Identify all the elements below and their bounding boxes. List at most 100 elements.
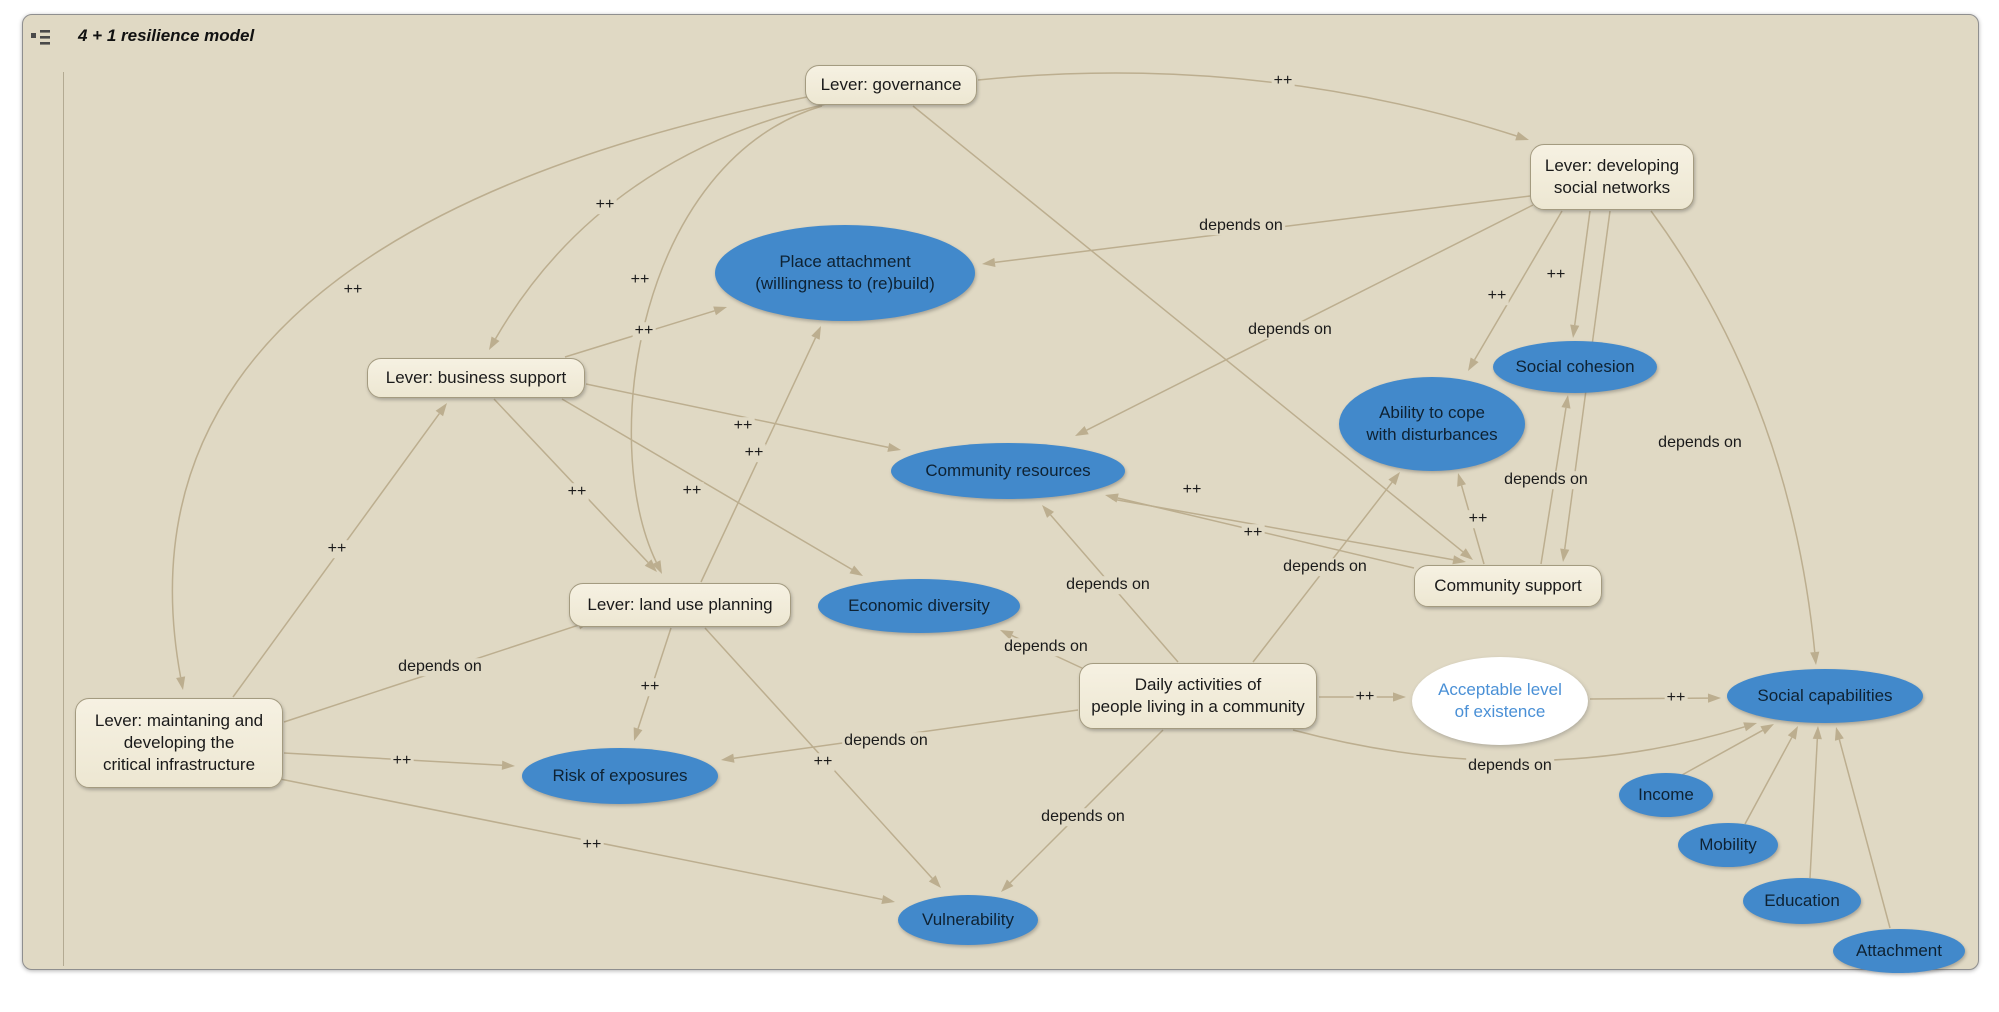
edge-mobility-social_capabilities[interactable] [1744, 737, 1793, 825]
edge-label-daily_activities-economic_diversity[interactable]: depends on [1002, 638, 1090, 656]
edge-label-business_support-economic_diversity[interactable]: ++ [680, 482, 704, 500]
edge-business_support-economic_diversity[interactable] [561, 398, 853, 571]
edge-label-governance-land_use[interactable]: ++ [628, 271, 652, 289]
node-attachment[interactable]: Attachment [1833, 929, 1965, 973]
edge-label-dev_networks-community_resources[interactable]: depends on [1246, 321, 1334, 339]
arrowhead-community_support-ability_cope [1457, 473, 1466, 487]
arrowhead-maintaining-vulnerability [881, 894, 895, 904]
node-social_cohesion[interactable]: Social cohesion [1493, 341, 1657, 393]
node-community_support[interactable]: Community support [1414, 565, 1602, 607]
node-ability_cope[interactable]: Ability to cope with disturbances [1339, 377, 1525, 471]
arrowhead-daily_activities-ability_cope [1388, 472, 1400, 486]
edge-label-business_support-place_attachment[interactable]: ++ [632, 322, 656, 340]
arrowhead-acceptable_level-social_capabilities [1707, 693, 1721, 703]
edge-governance-dev_networks[interactable] [977, 72, 1517, 137]
edge-label-governance-business_support[interactable]: ++ [593, 196, 617, 214]
node-social_capabilities[interactable]: Social capabilities [1727, 669, 1923, 723]
arrowhead-governance-community_support [1460, 548, 1473, 560]
node-acceptable_level[interactable]: Acceptable level of existence [1412, 657, 1588, 745]
edge-label-community_support-social_cohesion[interactable]: depends on [1502, 471, 1590, 489]
collapse-icon[interactable] [30, 28, 52, 48]
arrowhead-daily_activities-social_capabilities [1743, 722, 1757, 732]
edge-label-governance-dev_networks[interactable]: ++ [1271, 72, 1295, 90]
arrowhead-daily_activities-community_resources [1042, 505, 1054, 518]
node-maintaining[interactable]: Lever: maintaning and developing the cri… [75, 698, 283, 788]
edge-dev_networks-ability_cope[interactable] [1473, 210, 1563, 361]
edge-label-daily_activities-vulnerability[interactable]: depends on [1039, 808, 1127, 826]
node-income[interactable]: Income [1619, 773, 1713, 817]
arrowhead-land_use-place_attachment [811, 326, 821, 340]
arrowhead-business_support-community_resources [887, 442, 901, 452]
edge-label-maintaining-land_use[interactable]: depends on [396, 658, 484, 676]
edge-label-maintaining-vulnerability[interactable]: ++ [580, 836, 604, 854]
node-business_support[interactable]: Lever: business support [367, 358, 585, 398]
arrowhead-maintaining-business_support [435, 403, 447, 417]
node-community_resources[interactable]: Community resources [891, 443, 1125, 499]
edge-label-maintaining-risk_exposures[interactable]: ++ [390, 752, 414, 770]
edge-label-land_use-place_attachment[interactable]: ++ [742, 444, 766, 462]
edge-label-daily_activities-ability_cope[interactable]: depends on [1281, 558, 1369, 576]
node-governance[interactable]: Lever: governance [805, 65, 977, 105]
edge-label-community_support-community_resources[interactable]: ++ [1180, 481, 1204, 499]
edge-governance-community_support[interactable] [912, 105, 1464, 553]
edge-governance-business_support[interactable] [494, 103, 827, 340]
node-dev_networks[interactable]: Lever: developing social networks [1530, 144, 1694, 210]
edge-label-dev_networks-ability_cope[interactable]: ++ [1485, 287, 1509, 305]
arrowhead-business_support-land_use [644, 559, 657, 572]
arrowhead-community_support-social_cohesion [1561, 395, 1571, 409]
edge-acceptable_level-social_capabilities[interactable] [1589, 697, 1709, 700]
arrowhead-land_use-risk_exposures [633, 727, 643, 741]
node-vulnerability[interactable]: Vulnerability [898, 895, 1038, 945]
arrowhead-governance-dev_networks [1515, 131, 1529, 141]
edge-label-daily_activities-risk_exposures[interactable]: depends on [842, 732, 930, 750]
edge-attachment-social_capabilities[interactable] [1838, 739, 1891, 929]
title-divider [63, 72, 64, 966]
node-education[interactable]: Education [1743, 878, 1861, 924]
arrowhead-daily_activities-economic_diversity [1000, 630, 1014, 640]
edge-label-daily_activities-social_capabilities[interactable]: depends on [1466, 757, 1554, 775]
edge-label-acceptable_level-social_capabilities[interactable]: ++ [1664, 689, 1688, 707]
edge-label-dev_networks-social_capabilities[interactable]: depends on [1656, 434, 1744, 452]
arrowhead-daily_activities-acceptable_level [1393, 692, 1406, 702]
edge-dev_networks-social_cohesion[interactable] [1573, 210, 1591, 326]
arrowhead-daily_activities-vulnerability [1001, 879, 1014, 892]
edge-community_support-community_resources[interactable] [1117, 497, 1415, 569]
edge-label-dev_networks-social_cohesion[interactable]: ++ [1544, 266, 1568, 284]
arrowhead-dev_networks-place_attachment [982, 257, 996, 267]
edge-governance-land_use[interactable] [630, 105, 823, 563]
edge-land_use-vulnerability[interactable] [704, 627, 933, 879]
arrowhead-governance-maintaining [176, 676, 186, 690]
arrowhead-daily_activities-risk_exposures [721, 753, 735, 763]
edge-governance-maintaining[interactable] [171, 96, 808, 678]
edge-label-community_support-ability_cope[interactable]: ++ [1466, 510, 1490, 528]
node-daily_activities[interactable]: Daily activities of people living in a c… [1079, 663, 1317, 729]
node-economic_diversity[interactable]: Economic diversity [818, 579, 1020, 633]
node-risk_exposures[interactable]: Risk of exposures [522, 748, 718, 804]
edge-label-daily_activities-acceptable_level[interactable]: ++ [1353, 688, 1377, 706]
edge-daily_activities-vulnerability[interactable] [1009, 729, 1164, 884]
edge-community_resources-community_support[interactable] [1111, 498, 1454, 561]
edge-dev_networks-social_capabilities[interactable] [1650, 210, 1816, 653]
edge-label-land_use-vulnerability[interactable]: ++ [811, 753, 835, 771]
arrowhead-land_use-vulnerability [928, 875, 941, 888]
edge-business_support-land_use[interactable] [493, 398, 649, 564]
edge-dev_networks-community_resources[interactable] [1086, 204, 1534, 431]
edge-label-business_support-land_use[interactable]: ++ [565, 483, 589, 501]
edge-label-land_use-risk_exposures[interactable]: ++ [638, 678, 662, 696]
arrowhead-dev_networks-community_resources [1075, 426, 1089, 436]
arrowhead-dev_networks-ability_cope [1468, 357, 1479, 371]
edge-label-daily_activities-community_resources[interactable]: depends on [1064, 576, 1152, 594]
edge-label-dev_networks-place_attachment[interactable]: depends on [1197, 217, 1285, 235]
edge-label-business_support-community_resources[interactable]: ++ [731, 417, 755, 435]
edge-education-social_capabilities[interactable] [1809, 738, 1819, 879]
edge-business_support-community_resources[interactable] [585, 383, 889, 449]
node-place_attachment[interactable]: Place attachment (willingness to (re)bui… [715, 225, 975, 321]
node-mobility[interactable]: Mobility [1678, 823, 1778, 867]
edge-label-maintaining-business_support[interactable]: ++ [325, 540, 349, 558]
edge-income-social_capabilities[interactable] [1681, 729, 1763, 776]
edge-label-governance-maintaining[interactable]: ++ [341, 281, 365, 299]
arrowhead-governance-business_support [489, 336, 500, 350]
node-land_use[interactable]: Lever: land use planning [569, 583, 791, 627]
edge-label-community_resources-community_support[interactable]: ++ [1241, 524, 1265, 542]
arrowhead-dev_networks-social_capabilities [1810, 651, 1820, 665]
